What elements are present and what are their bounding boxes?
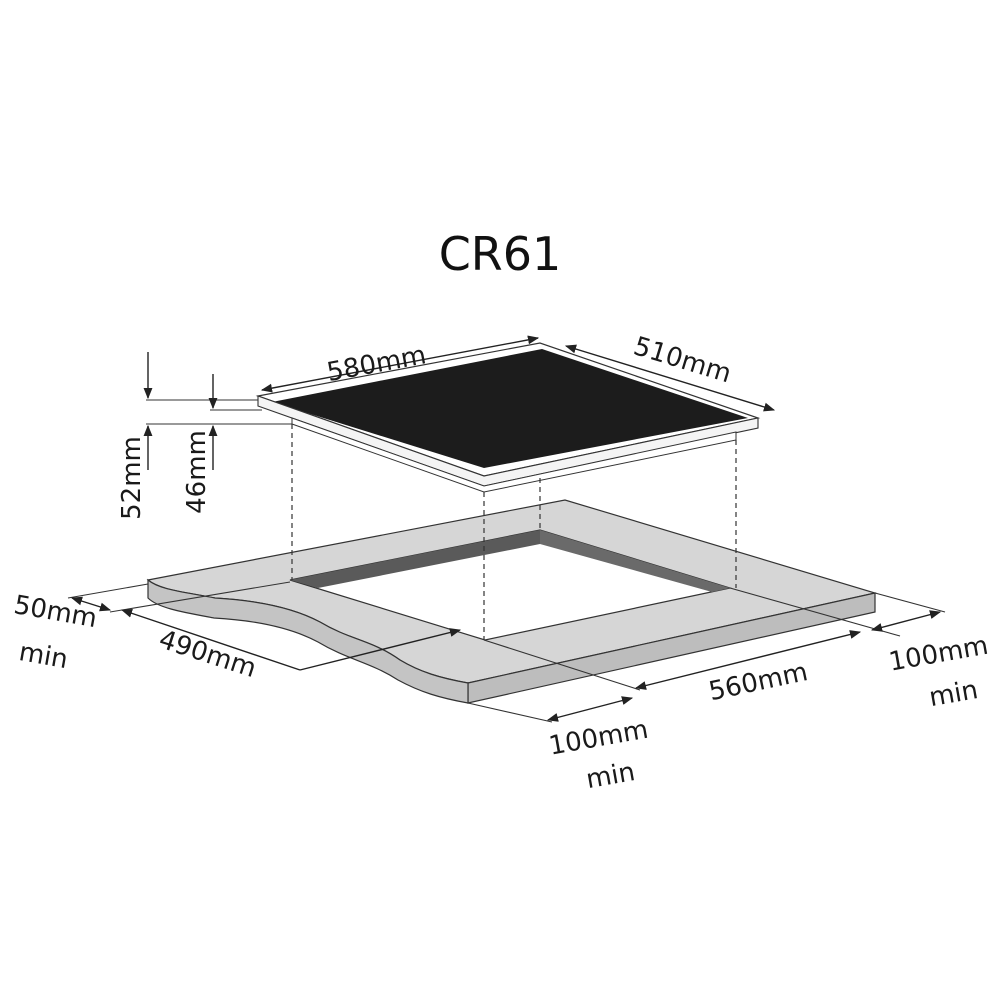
dimension-back-clearance: 50mm min bbox=[12, 590, 112, 675]
dimension-front-clearance: 100mm min bbox=[467, 696, 651, 795]
front-clearance-suffix: min bbox=[584, 757, 637, 795]
cutout-back-wall bbox=[290, 530, 540, 588]
back-clearance-suffix: min bbox=[17, 637, 70, 675]
side-clearance-value: 100mm bbox=[887, 631, 991, 678]
cutout-side-wall bbox=[540, 530, 730, 592]
total-height-label: 52mm bbox=[117, 436, 147, 520]
cutout-width-label: 560mm bbox=[706, 657, 810, 707]
dimension-side-clearance: 100mm min bbox=[870, 610, 991, 713]
cutout-depth-label: 490mm bbox=[155, 625, 260, 685]
side-clearance-suffix: min bbox=[927, 675, 980, 713]
built-in-height-label: 46mm bbox=[182, 430, 212, 514]
front-clearance-value: 100mm bbox=[547, 715, 651, 762]
model-title: CR61 bbox=[439, 227, 562, 281]
dimension-total-height: 52mm bbox=[117, 352, 153, 520]
projection-lines bbox=[291, 424, 737, 640]
back-clearance-value: 50mm bbox=[12, 590, 100, 634]
dimension-built-in-height: 46mm bbox=[182, 374, 218, 514]
